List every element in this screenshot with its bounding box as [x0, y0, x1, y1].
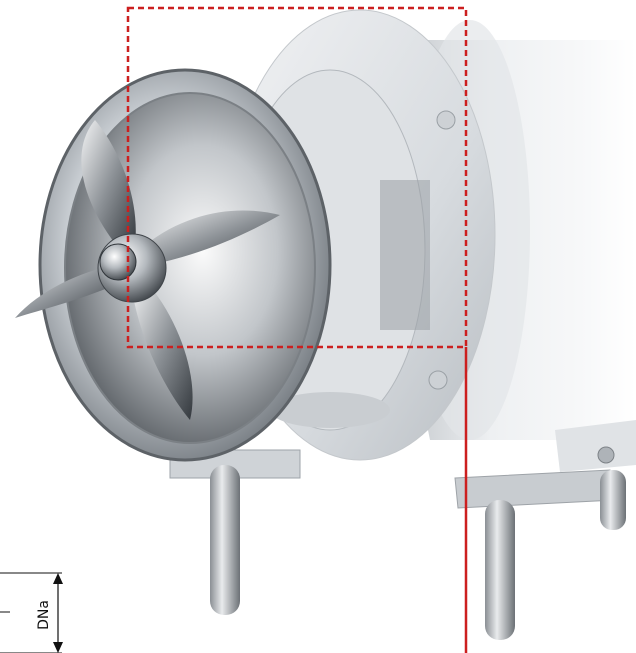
impeller-blade [145, 210, 280, 265]
arrow-up-icon [53, 573, 63, 584]
mounting-bracket [169, 420, 636, 509]
arrow-down-icon [53, 642, 63, 653]
support-legs [210, 465, 626, 640]
impeller-nut [99, 243, 137, 281]
bolt-head [436, 110, 456, 130]
dimension-marker: DNa [0, 572, 63, 653]
casing-base [270, 392, 390, 428]
impeller-blade [15, 265, 115, 318]
casing-window [380, 180, 430, 330]
boundary-dashed-line [126, 6, 468, 349]
impeller-blade [132, 280, 193, 420]
impeller-blade [81, 120, 136, 250]
support-leg [210, 465, 240, 615]
bolt-head [428, 370, 448, 390]
support-leg [485, 500, 515, 640]
impeller [15, 120, 280, 420]
support-leg [600, 470, 626, 530]
dimension-label: DNa [36, 600, 52, 630]
